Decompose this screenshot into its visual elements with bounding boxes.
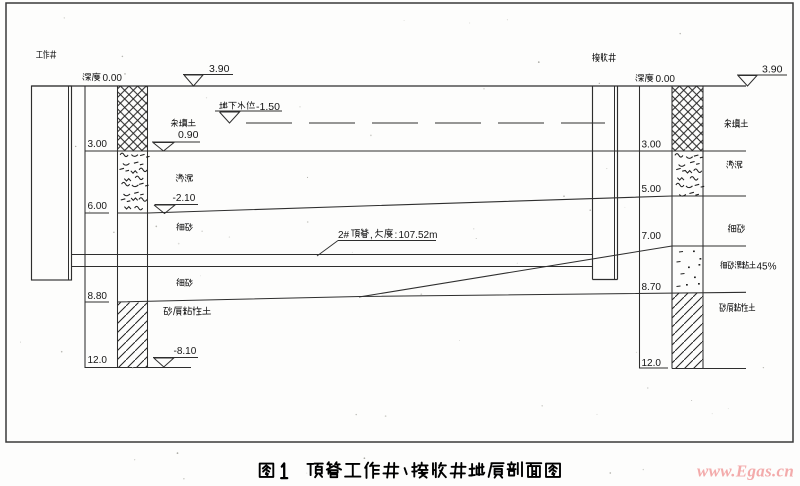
svg-text:www.Egas.cn: www.Egas.cn (697, 462, 794, 481)
svg-text:-2.10: -2.10 (173, 193, 196, 204)
svg-text:3.00: 3.00 (642, 140, 662, 151)
svg-text:45%: 45% (757, 262, 777, 273)
svg-text:-8.10: -8.10 (174, 346, 197, 357)
svg-text:6.00: 6.00 (88, 201, 108, 212)
svg-text:107.52m: 107.52m (399, 230, 438, 241)
svg-text:5.00: 5.00 (642, 184, 662, 195)
svg-text:8.80: 8.80 (88, 291, 108, 302)
svg-text:2#: 2# (338, 230, 350, 241)
svg-text:0.90: 0.90 (178, 129, 199, 141)
svg-text:3.90: 3.90 (762, 64, 783, 76)
svg-text:12.0: 12.0 (88, 355, 108, 366)
svg-text:12.0: 12.0 (642, 358, 662, 369)
svg-text:3.00: 3.00 (88, 139, 108, 150)
svg-text:0.00: 0.00 (656, 74, 676, 85)
svg-text::: : (395, 230, 398, 241)
svg-text:0.00: 0.00 (103, 73, 123, 84)
svg-text:7.00: 7.00 (642, 231, 662, 242)
svg-text:8.70: 8.70 (642, 282, 662, 293)
svg-text:3.90: 3.90 (209, 63, 230, 75)
svg-text:,: , (370, 230, 373, 241)
svg-text:-1.50: -1.50 (256, 101, 280, 113)
